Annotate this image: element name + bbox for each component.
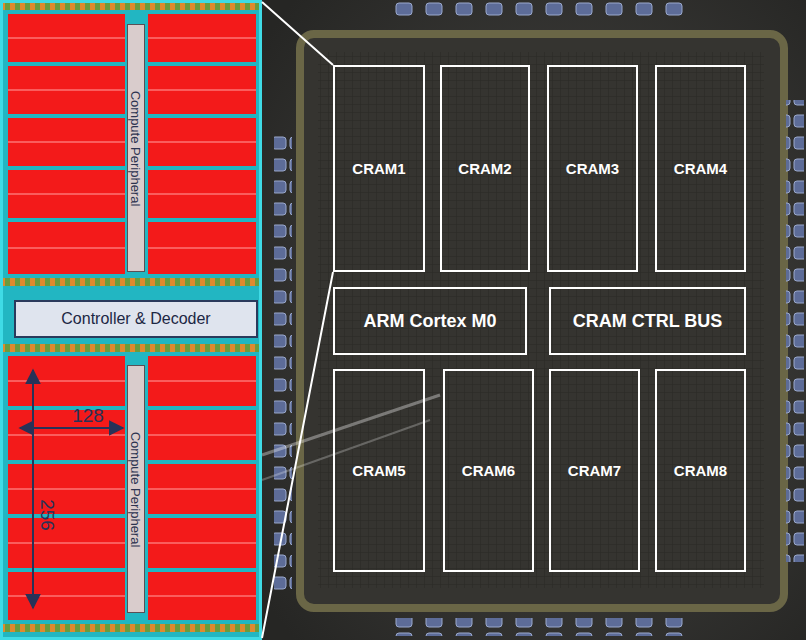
block-label: CRAM6	[462, 462, 515, 479]
cram-block: CRAM1	[333, 65, 425, 272]
cram-block: CRAM4	[655, 65, 746, 272]
cpu-block: ARM Cortex M0	[333, 287, 527, 355]
block-label: Compute Peripheral	[129, 90, 144, 206]
cram-block: CRAM8	[655, 369, 746, 572]
io-stripe	[2, 344, 260, 352]
io-stripe	[2, 2, 260, 10]
block-label: CRAM1	[352, 160, 405, 177]
cram-block: CRAM3	[547, 65, 638, 272]
layout-panel	[0, 0, 262, 640]
seal-ring	[300, 34, 784, 608]
block-label: ARM Cortex M0	[363, 311, 496, 332]
bond-pads	[392, 618, 692, 636]
block-label: Controller & Decoder	[61, 310, 210, 328]
glare	[262, 420, 430, 480]
controller-block: Controller & Decoder	[14, 300, 258, 338]
dimension-text: 128	[72, 405, 104, 427]
block-label: CRAM3	[566, 160, 619, 177]
block-label: CRAM5	[352, 462, 405, 479]
bond-pads	[786, 100, 804, 562]
bond-pads	[274, 130, 292, 592]
bus-block: CRAM CTRL BUS	[549, 287, 746, 355]
dimension-arrow	[32, 370, 34, 608]
array-texture	[318, 52, 764, 588]
block-label: CRAM7	[568, 462, 621, 479]
cram-block: CRAM2	[440, 65, 530, 272]
block-label: CRAM4	[674, 160, 727, 177]
cram-block: CRAM5	[333, 369, 425, 572]
die-core	[300, 34, 784, 608]
dimension-text: 256	[36, 499, 58, 531]
compute-peripheral: Compute Peripheral	[127, 365, 145, 613]
io-stripe	[2, 278, 260, 286]
dimension-arrow	[20, 427, 123, 429]
block-label: CRAM2	[458, 160, 511, 177]
io-stripe	[2, 624, 260, 632]
cram-block: CRAM6	[443, 369, 534, 572]
compute-peripheral: Compute Peripheral	[127, 24, 145, 272]
die-photo	[262, 0, 806, 640]
panel-border	[2, 2, 261, 639]
bond-pads	[392, 2, 692, 20]
block-label: CRAM CTRL BUS	[573, 311, 723, 332]
cram-block: CRAM7	[549, 369, 640, 572]
block-label: CRAM8	[674, 462, 727, 479]
zoom-line	[262, 2, 333, 638]
block-label: Compute Peripheral	[129, 431, 144, 547]
